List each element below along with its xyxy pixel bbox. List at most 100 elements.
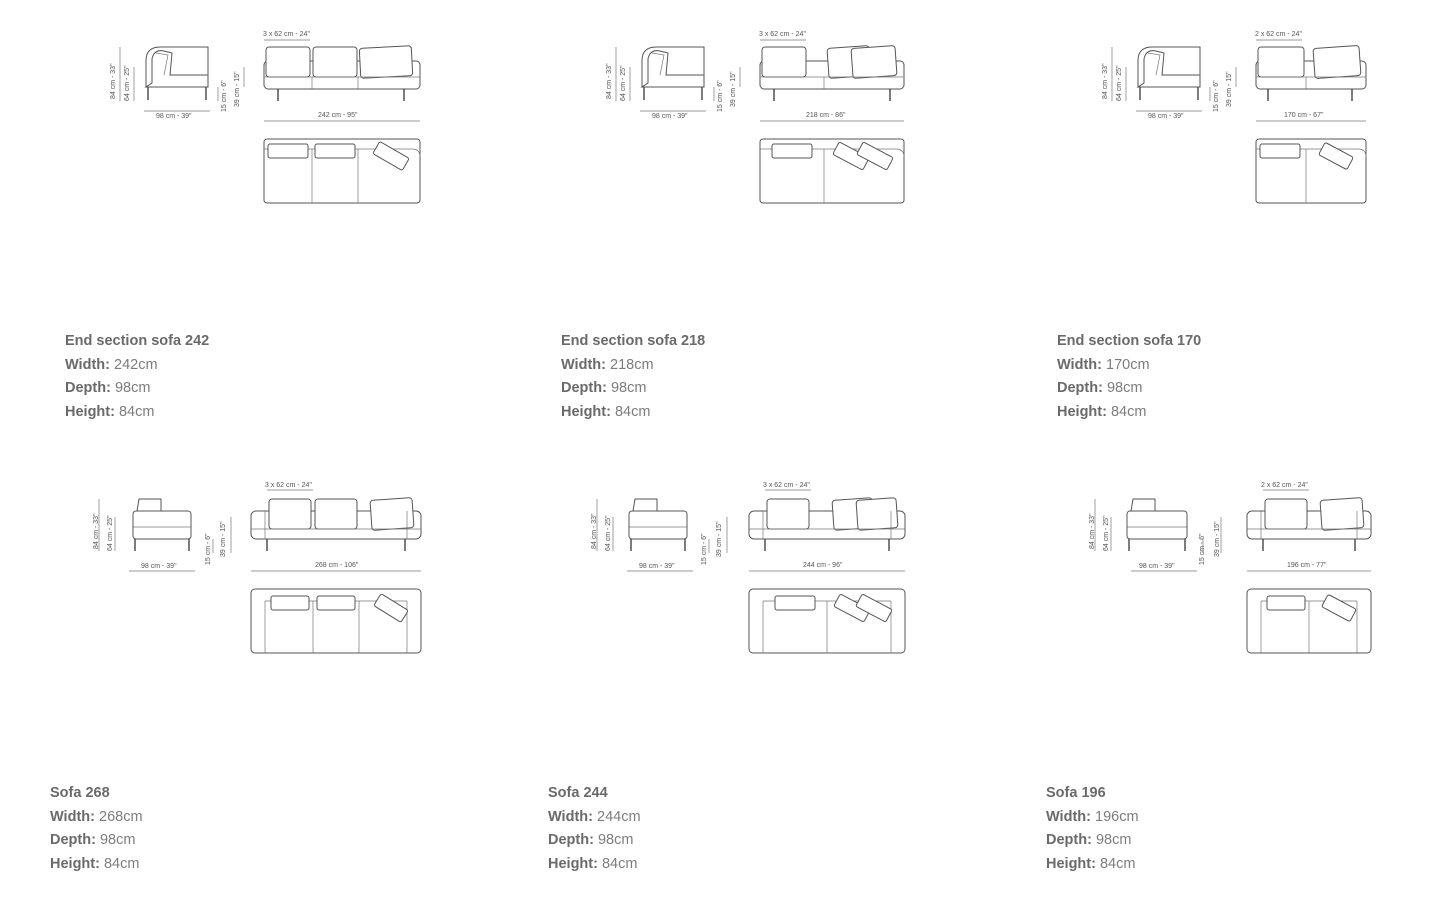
top-view	[1246, 588, 1372, 654]
dim-seat-height: 64 cm - 25"	[124, 65, 131, 101]
dim-height: 84 cm - 33"	[110, 63, 117, 99]
dim-width: 242 cm - 95"	[318, 112, 358, 119]
depth-spec: Depth: 98cm	[1046, 832, 1132, 848]
width-spec: Width: 196cm	[1046, 808, 1139, 825]
dim-leg: 15 cm - 6"	[205, 533, 212, 565]
depth-spec: Depth: 98cm	[65, 380, 151, 396]
sofa-drawing: 84 cm - 33" 64 cm - 25" 98 cm - 39" 15 c…	[591, 482, 906, 654]
dim-cushions: 2 x 62 cm - 24"	[1261, 482, 1308, 489]
sofa-drawing: 84 cm - 33" 64 cm - 25" 98 cm - 39" 15 c…	[1102, 31, 1367, 204]
width-spec: Width: 242cm	[65, 356, 158, 373]
dim-leg: 15 cm - 6"	[701, 533, 708, 565]
product-specs: Sofa 244 Width: 244cm Depth: 98cm Height…	[548, 782, 641, 876]
side-view	[628, 498, 688, 551]
dim-height: 84 cm - 33"	[93, 513, 100, 549]
height-spec: Height: 84cm	[50, 855, 140, 872]
dim-seat-height: 64 cm - 25"	[1116, 65, 1123, 101]
product-sofa-244: 84 cm - 33" 64 cm - 25" 98 cm - 39" 15 c…	[543, 477, 973, 897]
product-specs: End section sofa 170 Width: 170cm Depth:…	[1057, 330, 1201, 424]
dim-width: 170 cm - 67"	[1284, 112, 1324, 119]
depth-spec: Depth: 98cm	[1057, 380, 1143, 396]
product-name: Sofa 244	[548, 785, 608, 801]
dim-cushions: 3 x 62 cm - 24"	[763, 482, 810, 489]
top-view	[1255, 138, 1367, 204]
dim-arm: 39 cm - 15"	[730, 71, 737, 107]
dim-arm: 39 cm - 15"	[234, 71, 241, 107]
top-view	[759, 138, 905, 204]
dim-height: 84 cm - 33"	[1089, 513, 1096, 549]
dim-depth: 98 cm - 39"	[156, 113, 192, 120]
depth-spec: Depth: 98cm	[548, 832, 634, 848]
dim-width: 196 cm - 77"	[1287, 562, 1327, 569]
dim-cushions: 3 x 62 cm - 24"	[263, 31, 310, 38]
front-view	[1246, 497, 1372, 551]
dim-depth: 98 cm - 39"	[1139, 563, 1175, 570]
product-specs: Sofa 196 Width: 196cm Depth: 98cm Height…	[1046, 782, 1139, 876]
dim-seat-height: 64 cm - 25"	[620, 65, 627, 101]
dim-seat-height: 64 cm - 25"	[107, 515, 114, 551]
sofa-drawing: 84 cm - 33" 64 cm - 25" 98 cm - 39" 15 c…	[1089, 482, 1372, 654]
dim-depth: 98 cm - 39"	[652, 113, 688, 120]
top-view	[250, 588, 422, 654]
side-view	[132, 498, 192, 551]
dim-depth: 98 cm - 39"	[1148, 113, 1184, 120]
height-spec: Height: 84cm	[548, 855, 638, 872]
dim-height: 84 cm - 33"	[1102, 63, 1109, 99]
product-name: End section sofa 242	[65, 333, 210, 349]
dim-width: 244 cm - 96"	[803, 562, 843, 569]
product-end-section-sofa-242: 84 cm - 33" 64 cm - 25" 98 cm - 39" 15 c…	[60, 25, 490, 445]
width-spec: Width: 218cm	[561, 356, 654, 373]
dim-depth: 98 cm - 39"	[141, 563, 177, 570]
height-spec: Height: 84cm	[1046, 855, 1136, 872]
product-name: End section sofa 218	[561, 333, 706, 349]
side-view	[144, 46, 209, 100]
dim-arm: 39 cm - 15"	[716, 521, 723, 557]
product-sofa-268: 84 cm - 33" 64 cm - 25" 98 cm - 39" 15 c…	[45, 477, 475, 897]
width-spec: Width: 268cm	[50, 808, 143, 825]
product-name: Sofa 196	[1046, 785, 1106, 801]
front-view	[250, 497, 422, 551]
height-spec: Height: 84cm	[65, 403, 155, 420]
product-specs: End section sofa 218 Width: 218cm Depth:…	[561, 330, 705, 424]
width-spec: Width: 244cm	[548, 808, 641, 825]
front-view	[1255, 45, 1367, 101]
dim-depth: 98 cm - 39"	[639, 563, 675, 570]
dim-leg: 15 cm - 6"	[1199, 533, 1206, 565]
top-view	[748, 588, 906, 654]
dim-leg: 15 cm - 6"	[717, 80, 724, 112]
product-specs: Sofa 268 Width: 268cm Depth: 98cm Height…	[50, 782, 143, 876]
dim-seat-height: 64 cm - 25"	[1103, 515, 1110, 551]
depth-spec: Depth: 98cm	[561, 380, 647, 396]
top-view	[263, 138, 421, 204]
height-spec: Height: 84cm	[561, 403, 651, 420]
side-view	[1136, 46, 1201, 100]
front-view	[263, 45, 421, 101]
dim-arm: 39 cm - 15"	[1214, 521, 1221, 557]
depth-spec: Depth: 98cm	[50, 832, 136, 848]
width-spec: Width: 170cm	[1057, 356, 1150, 373]
dim-cushions: 3 x 62 cm - 24"	[759, 31, 806, 38]
front-view	[748, 497, 906, 551]
sofa-drawing: 84 cm - 33" 64 cm - 25" 98 cm - 39" 15 c…	[93, 482, 422, 654]
dim-width: 218 cm - 86"	[806, 112, 846, 119]
product-specs: End section sofa 242 Width: 242cm Depth:…	[65, 330, 209, 424]
dim-width: 268 cm - 106"	[315, 562, 359, 569]
product-sofa-196: 84 cm - 33" 64 cm - 25" 98 cm - 39" 15 c…	[1041, 477, 1440, 897]
side-view	[640, 46, 705, 100]
sofa-drawing: 84 cm - 33" 64 cm - 25" 98 cm - 39" 15 c…	[606, 31, 905, 204]
dim-seat-height: 64 cm - 25"	[605, 515, 612, 551]
dim-cushions: 2 x 62 cm - 24"	[1255, 31, 1302, 38]
sofa-drawing: 84 cm - 33" 64 cm - 25" 98 cm - 39" 15 c…	[110, 31, 421, 204]
product-name: End section sofa 170	[1057, 333, 1202, 349]
front-view	[759, 45, 905, 101]
height-spec: Height: 84cm	[1057, 403, 1147, 420]
dim-arm: 39 cm - 15"	[1226, 71, 1233, 107]
dim-cushions: 3 x 62 cm - 24"	[265, 482, 312, 489]
dim-leg: 15 cm - 6"	[1213, 80, 1220, 112]
product-end-section-sofa-218: 84 cm - 33" 64 cm - 25" 98 cm - 39" 15 c…	[556, 25, 986, 445]
product-end-section-sofa-170: 84 cm - 33" 64 cm - 25" 98 cm - 39" 15 c…	[1052, 25, 1440, 445]
dim-arm: 39 cm - 15"	[220, 521, 227, 557]
product-name: Sofa 268	[50, 785, 110, 801]
side-view	[1126, 498, 1188, 551]
dim-height: 84 cm - 33"	[591, 513, 598, 549]
